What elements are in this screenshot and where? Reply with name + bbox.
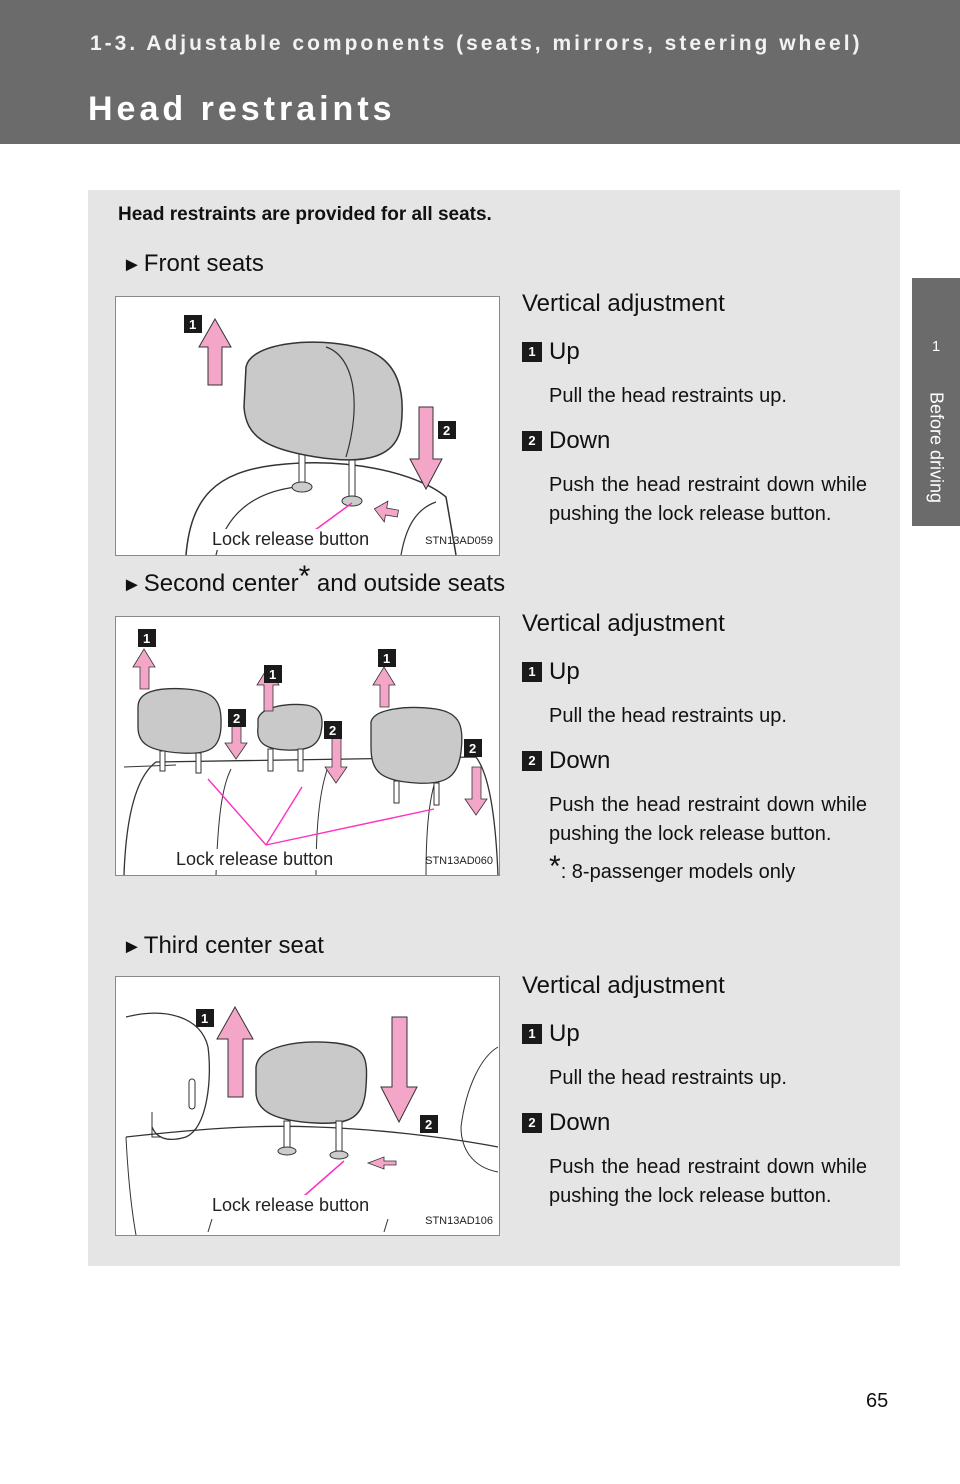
page-header: 1-3. Adjustable components (seats, mirro… — [0, 0, 960, 144]
badge-2-text: 2 — [469, 741, 476, 756]
triangle-bullet-icon: ► — [122, 574, 142, 596]
badge-1-text: 1 — [143, 631, 150, 646]
chapter-side-tab[interactable]: 1 Before driving — [912, 278, 960, 526]
triangle-bullet-icon: ► — [122, 936, 142, 958]
badge-2-text: 2 — [329, 723, 336, 738]
lock-release-label: Lock release button — [208, 1195, 374, 1216]
step-down-description: Push the head restraint down while pushi… — [549, 794, 867, 845]
step-up-description: Pull the head restraints up. — [549, 705, 787, 727]
step-down-description: Push the head restraint down while pushi… — [549, 474, 867, 525]
lock-release-label: Lock release button — [208, 529, 374, 550]
intro-text: Head restraints are provided for all sea… — [118, 204, 492, 225]
badge-2-text: 2 — [425, 1117, 432, 1132]
page-title: Head restraints — [88, 90, 396, 128]
footnote-asterisk: * — [549, 850, 561, 884]
vertical-adjustment-heading: Vertical adjustment — [522, 290, 725, 317]
figure-third-seat: 1 2 Lock release button STN13AD106 — [115, 976, 500, 1236]
section-heading-third: ►Third center seat — [122, 932, 324, 959]
step-1-badge: 1 — [522, 1024, 542, 1044]
lock-release-label: Lock release button — [172, 849, 338, 870]
figure-code: STN13AD060 — [425, 855, 493, 867]
badge-1-text: 1 — [189, 317, 196, 332]
step-2-badge: 2 — [522, 751, 542, 771]
triangle-bullet-icon: ► — [122, 254, 142, 276]
step-2-badge: 2 — [522, 1113, 542, 1133]
figure-second-seats: 1 1 1 2 2 2 Lock release button STN13AD0… — [115, 616, 500, 876]
badge-2-text: 2 — [233, 711, 240, 726]
figure-code: STN13AD106 — [425, 1215, 493, 1227]
asterisk-mark: * — [298, 560, 311, 593]
page-number: 65 — [866, 1390, 889, 1412]
vertical-adjustment-heading: Vertical adjustment — [522, 610, 725, 637]
badge-1-text: 1 — [269, 667, 276, 682]
section-heading-front: ►Front seats — [122, 250, 264, 277]
side-tab-label: Before driving — [926, 392, 947, 504]
side-tab-number: 1 — [931, 338, 941, 355]
step-1-badge: 1 — [522, 662, 542, 682]
step-down-description: Push the head restraint down while pushi… — [549, 1156, 867, 1207]
section-heading-second: ►Second center* and outside seats — [122, 560, 506, 598]
front-seat-illustration: 1 2 — [184, 315, 457, 556]
chapter-title: 1-3. Adjustable components (seats, mirro… — [90, 32, 863, 55]
third-seat-illustration: 1 2 — [125, 1005, 499, 1236]
badge-1-text: 1 — [383, 651, 390, 666]
vertical-adjustment-heading: Vertical adjustment — [522, 972, 725, 999]
badge-1-text: 1 — [201, 1011, 208, 1026]
footnote: *: 8-passenger models only — [549, 850, 796, 884]
step-up-description: Pull the head restraints up. — [549, 1067, 787, 1089]
step-1-badge: 1 — [522, 342, 542, 362]
step-2-badge: 2 — [522, 431, 542, 451]
figure-front-seats: 1 2 Lock release button STN13AD059 — [115, 296, 500, 556]
step-up-description: Pull the head restraints up. — [549, 385, 787, 407]
badge-2-text: 2 — [443, 423, 450, 438]
second-seat-illustration: 1 1 1 2 2 2 — [123, 629, 499, 876]
figure-code: STN13AD059 — [425, 535, 493, 547]
